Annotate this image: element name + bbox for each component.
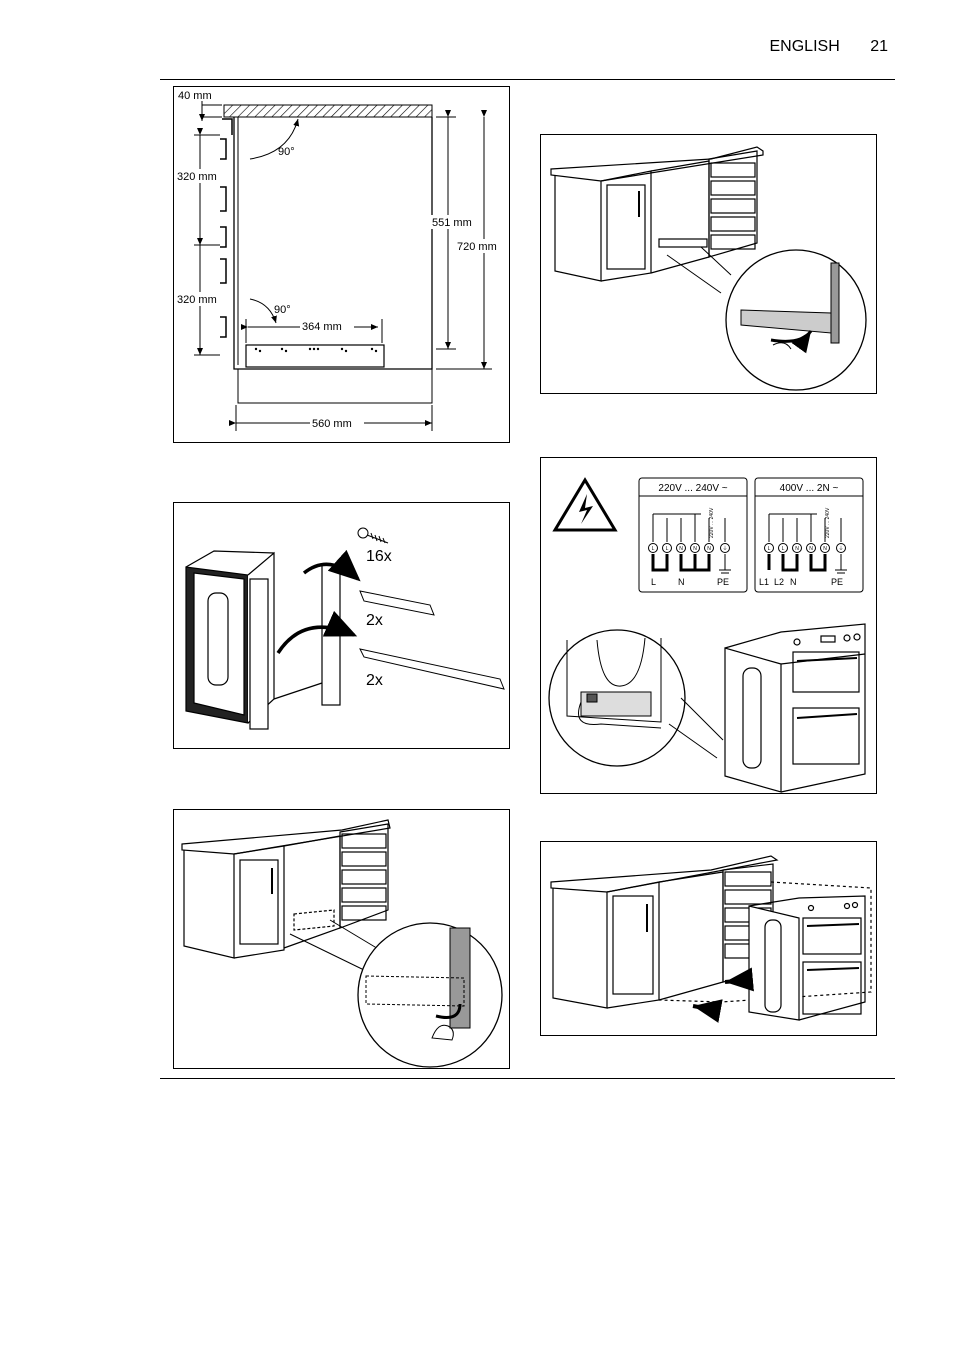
wiring-box-two-phase	[754, 477, 864, 593]
box2-label-n: N	[790, 577, 797, 587]
language-label: ENGLISH	[769, 38, 840, 55]
box1-terminal-3: N	[679, 546, 683, 552]
box2-terminal-3: N	[795, 546, 799, 552]
dim-top-gap: 40 mm	[178, 90, 212, 102]
box1-terminal-4: N	[693, 546, 697, 552]
box1-terminal-5: N	[707, 546, 711, 552]
cabinet-plinth-drawing	[550, 146, 867, 391]
box1-label-n: N	[678, 577, 685, 587]
dim-cabinet-width: 560 mm	[312, 418, 352, 430]
box2-terminal-4: N	[809, 546, 813, 552]
oven-insert-drawing	[550, 855, 872, 1023]
box1-terminal-2: L	[666, 546, 669, 552]
page-header: ENGLISH 21	[770, 38, 889, 56]
wiring-step: 220V ... 240V ~ 220V ... 240V L L N N N …	[540, 457, 877, 794]
dim-angle-upper: 90°	[278, 146, 295, 158]
box1-terminal-1: L	[652, 546, 655, 552]
rail-attach-drawing	[181, 819, 503, 1068]
wiring-drawing: 220V ... 240V ~ 220V ... 240V L L N N N …	[548, 477, 866, 793]
box2-terminal-2: L	[782, 546, 785, 552]
box1-title: 220V ... 240V ~	[658, 483, 727, 494]
dim-rail-spacing-lower: 320 mm	[177, 294, 217, 306]
box2-rotated-label: 220V ... 240V	[825, 507, 831, 538]
header-divider	[160, 79, 895, 80]
parts-drawing: 16x 2x 2x	[185, 527, 505, 730]
cabinet-plinth-step	[540, 134, 877, 394]
box1-rotated-label: 220V ... 240V	[709, 507, 715, 538]
box1-terminal-6: ⏚	[722, 545, 727, 552]
short-rail-quantity: 2x	[366, 612, 383, 629]
page-number: 21	[870, 38, 888, 55]
parts-step: 16x 2x 2x	[173, 502, 510, 749]
box2-terminal-6: ⏚	[838, 545, 843, 552]
dim-angle-lower: 90°	[274, 304, 291, 316]
oven-insert-step	[540, 841, 877, 1036]
long-rail-quantity: 2x	[366, 672, 383, 689]
wiring-box-single-phase	[638, 477, 748, 593]
box2-terminal-5: N	[823, 546, 827, 552]
dimensions-drawing: 40 mm 320 mm 320 mm 90° 90° 364 mm 551 m…	[176, 90, 508, 431]
dim-total-height: 720 mm	[457, 241, 497, 253]
lightning-icon	[579, 494, 593, 524]
screws-quantity: 16x	[366, 548, 392, 565]
dim-rail-spacing-upper: 320 mm	[177, 171, 217, 183]
box1-label-l: L	[651, 577, 656, 587]
box2-label-l1: L1	[759, 577, 769, 587]
box2-terminal-1: L	[768, 546, 771, 552]
dim-inner-height: 551 mm	[432, 217, 472, 229]
box2-title: 400V ... 2N ~	[780, 483, 839, 494]
dim-bracket-width: 364 mm	[302, 321, 342, 333]
dimensions-diagram: 40 mm 320 mm 320 mm 90° 90° 364 mm 551 m…	[173, 86, 510, 443]
box2-label-l2: L2	[774, 577, 784, 587]
box2-label-pe: PE	[831, 577, 843, 587]
box1-label-pe: PE	[717, 577, 729, 587]
footer-divider	[160, 1078, 895, 1079]
rail-attach-step	[173, 809, 510, 1069]
